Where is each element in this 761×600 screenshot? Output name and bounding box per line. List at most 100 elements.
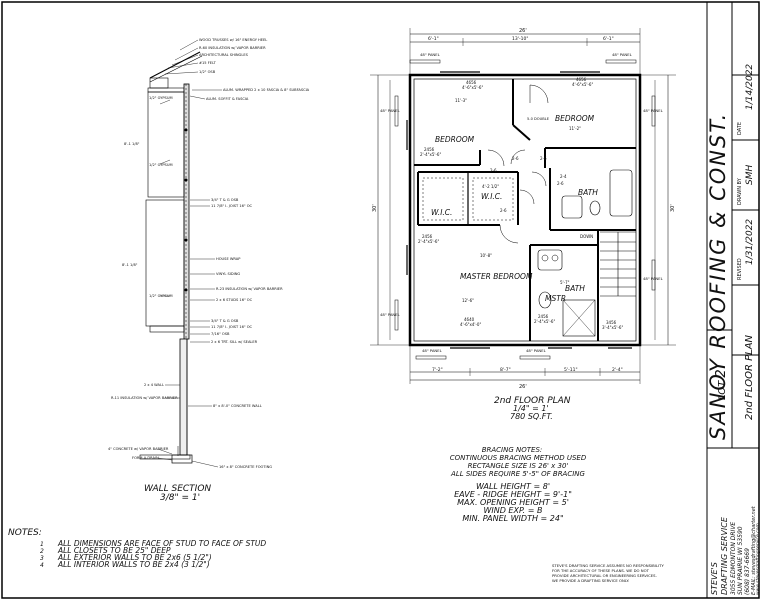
wall-section-callouts: WOOD TRUSSES w/ 16" ENERGY HEEL R-60 INS… (108, 38, 310, 469)
callout-fascia: ALUM. WRAPPED 2 x 10 FASCIA & 8" SUBFASC… (223, 88, 310, 92)
top-overall-dim: 26' (519, 28, 527, 34)
door-tag-5: 2-6 (500, 208, 507, 213)
floor-plan-drawing (370, 28, 676, 384)
bracing-line-3: ALL SIDES REQUIRE 5'-5" OF BRACING (450, 470, 586, 478)
door-tag-1: 2-6 (490, 168, 497, 173)
title-block: SANOY ROOFING & CONST. DATE 1/14/2022 DR… (706, 2, 761, 598)
stamp-line-5: (608) 837-6669 (744, 548, 751, 595)
door-tag-6: 2-4 (560, 174, 567, 179)
window-tag-4: 2456 (422, 234, 433, 239)
note-1-num: 1 (40, 541, 44, 548)
callout-gypsum-wall-lower: 1/2" GYPSUM (149, 294, 173, 298)
note-4-num: 4 (40, 562, 44, 569)
height-lower: 8'-1 1/8" (122, 263, 138, 267)
floor-plan-labels: 26' 6'-1" 13'-10" 6'-1" 7'-2" 8'-7" 5'-1… (372, 28, 676, 390)
room-dim-4: 10'-8" (480, 253, 492, 258)
callout-concrete-wall: 8" x 8'-0" CONCRETE WALL (213, 404, 262, 408)
panel-label-5: 48" PANEL (643, 108, 664, 113)
window-size-3: 2'-4"x5'-6" (420, 152, 441, 157)
bracing-heading: BRACING NOTES: (482, 446, 543, 454)
spec-wall-height: WALL HEIGHT = 8' (476, 482, 550, 491)
panel-label-2: 48" PANEL (612, 52, 633, 57)
lot-number: LOT 2 (714, 369, 729, 400)
revised-value: 1/31/2022 (745, 219, 755, 265)
note-2-num: 2 (40, 548, 44, 555)
stamp-line-4: SUN PRAIRIE WI 53590 (737, 526, 744, 595)
callout-r11: R-11 INSULATION w/ VAPOR BARRIER (111, 396, 178, 400)
note-4-text: ALL INTERIOR WALLS TO BE 2x4 (3 1/2") (57, 560, 210, 569)
note-3-text: ALL EXTERIOR WALLS TO BE 2x6 (5 1/2") (57, 553, 212, 562)
window-tag-3: 2456 (424, 147, 435, 152)
room-dim-6: 5'-7" (560, 280, 570, 285)
disclaimer-line-3: PROVIDE ARCHITECTURAL OR ENGINEERING SER… (552, 573, 657, 578)
room-wic-2: W.I.C. (481, 192, 502, 201)
left-overall-dim: 30' (372, 204, 378, 212)
window-size-5: 4'-6"x4'-0" (460, 322, 481, 327)
drawn-by-value: SMH (745, 165, 755, 185)
bottom-dim-3: 5'-11" (564, 367, 578, 373)
callout-sill: 2 x 6 TRT. SILL w/ SEALER (211, 340, 258, 344)
callout-vinyl-siding: VINYL SIDING (216, 272, 240, 276)
room-dim-3: 12'-6" (462, 298, 474, 303)
lot-value: 2 (714, 369, 729, 377)
callout-soffit: ALUM. SOFFIT & FASCIA (206, 97, 249, 101)
room-dim-1: 11'-3" (455, 98, 467, 103)
room-bath-2: BATH (565, 284, 585, 293)
window-tag-5: 4640 (464, 317, 475, 322)
top-dim-1: 6'-1" (428, 36, 439, 42)
panel-label-4: 48" PANEL (380, 312, 401, 317)
room-bath-1: BATH (578, 188, 598, 197)
callout-ijoist-1: 11 7/8" I- JOIST 16" OC (211, 204, 253, 208)
room-bedroom-2: BEDROOM (555, 114, 595, 123)
stamp-line-2: DRAFTING SERVICE (720, 516, 729, 595)
bottom-dim-2: 8'-7" (500, 367, 511, 373)
room-dim-2: 11'-2" (569, 126, 581, 131)
callout-shingles: ARCHITECTURAL SHINGLES (199, 53, 249, 57)
callout-2x4-wall: 2 x 4 WALL (144, 383, 164, 387)
door-tag-double: 5-0 DOUBLE (527, 117, 550, 121)
callout-house-wrap: HOUSE WRAP (216, 257, 241, 261)
note-2-text: ALL CLOSETS TO BE 25" DEEP (57, 546, 171, 555)
room-wic-1: W.I.C. (431, 208, 452, 217)
callout-trusses: WOOD TRUSSES w/ 16" ENERGY HEEL (199, 38, 267, 42)
sheet-title: 2nd FLOOR PLAN (744, 334, 755, 420)
plan-scale: 1/4" = 1' (513, 404, 549, 413)
window-tag-7: 3456 (606, 320, 617, 325)
bottom-overall-dim: 26' (519, 384, 527, 390)
stamp-line-6: E-MAIL: stevesdrafting@charter.net (751, 505, 757, 595)
plan-title: 2nd FLOOR PLAN (494, 396, 571, 406)
callout-ijoist-2: 11 7/8" I- JOIST 16" OC (211, 325, 253, 329)
callout-r23: R-23 INSULATION w/ VAPOR BARRIER (216, 287, 283, 291)
company-name: SANOY ROOFING & CONST. (706, 112, 730, 440)
panel-label-8: 48" PANEL (526, 348, 547, 353)
callout-osb-roof: 1/2" OSB (199, 70, 216, 74)
window-tag-6: 2456 (538, 314, 549, 319)
panel-label-3: 48" PANEL (380, 108, 401, 113)
revised-label: REVISED (737, 258, 743, 280)
bottom-dim-1: 7'-2" (432, 367, 443, 373)
room-bedroom-1: BEDROOM (435, 135, 475, 144)
window-size-2: 4'-6"x5'-6" (572, 82, 593, 87)
door-tag-3: 2-6 (540, 156, 547, 161)
disclaimer-line-4: WE PROVIDE A DRAFTING SERVICE ONLY. (552, 578, 629, 583)
plan-area: 780 SQ.FT. (510, 412, 553, 421)
panel-label-1: 48" PANEL (420, 52, 441, 57)
date-label: DATE (737, 122, 743, 135)
wall-section-title: WALL SECTION (144, 484, 211, 494)
panel-label-6: 48" PANEL (643, 276, 664, 281)
bracing-line-2: RECTANGLE SIZE IS 26' x 30' (468, 462, 569, 470)
spec-eave-ridge: EAVE - RIDGE HEIGHT = 9'-1" (454, 490, 572, 499)
callout-tg-osb-1: 3/4" T & G OSB (211, 198, 239, 202)
door-tag-2: 2-6 (512, 156, 519, 161)
general-notes: NOTES: 1 ALL DIMENSIONS ARE FACE OF STUD… (8, 528, 266, 569)
callout-slab: 4" CONCRETE w/ VAPOR BARRIER (108, 447, 169, 451)
disclaimer-line-1: STEVE'S DRAFTING SERVICE ASSUMES NO RESP… (552, 563, 664, 568)
window-tag-1: 4656 (466, 80, 477, 85)
wall-section-drawing (139, 39, 222, 468)
panel-label-7: 48" PANEL (422, 348, 443, 353)
callout-r60: R-60 INSULATION w/ VAPOR BARRIER (199, 46, 266, 50)
date-value: 1/14/2022 (745, 64, 755, 110)
notes-heading: NOTES: (8, 528, 42, 538)
top-dim-2: 13'-10" (512, 36, 528, 42)
